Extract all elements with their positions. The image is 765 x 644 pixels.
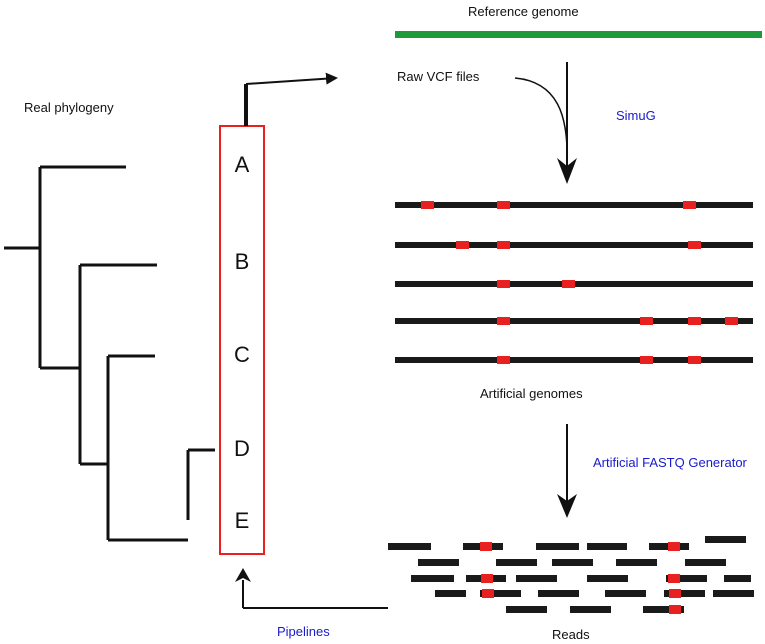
mutation-mark: [725, 317, 738, 325]
leaf-box: [219, 125, 265, 555]
read: [538, 590, 579, 597]
mutation-mark: [640, 317, 653, 325]
leaf-b: B: [234, 249, 250, 274]
read: [664, 590, 705, 597]
leaf-a: A: [234, 152, 250, 177]
leaf-c: C: [234, 342, 250, 367]
read: [388, 543, 431, 550]
genome-bar: [395, 318, 753, 324]
mutation-mark: [688, 356, 701, 364]
read: [516, 575, 557, 582]
read: [705, 536, 746, 543]
mutation-mark: [456, 241, 469, 249]
mutation-mark: [669, 605, 681, 614]
box-to-vcf-arrow: [244, 72, 338, 126]
genome-bar: [395, 357, 753, 363]
read: [570, 606, 611, 613]
leaf-e: E: [234, 508, 250, 533]
mutation-mark: [668, 574, 680, 583]
fastq-generator-label: Artificial FASTQ Generator: [593, 455, 747, 470]
read: [643, 606, 684, 613]
read: [552, 559, 593, 566]
read: [724, 575, 751, 582]
read: [587, 575, 628, 582]
mutation-mark: [562, 280, 575, 288]
mutation-mark: [497, 356, 510, 364]
mutation-mark: [688, 241, 701, 249]
real-phylogeny-label: Real phylogeny: [24, 100, 114, 115]
mutation-mark: [481, 574, 493, 583]
read: [587, 543, 627, 550]
genome-bar: [395, 242, 753, 248]
read: [666, 575, 707, 582]
simug-arrow: [514, 62, 577, 184]
phylogeny-tree: [4, 165, 215, 542]
read: [685, 559, 726, 566]
read: [480, 590, 521, 597]
read: [506, 606, 547, 613]
read: [418, 559, 459, 566]
mutation-mark: [688, 317, 701, 325]
fastq-arrow: [557, 424, 577, 518]
artificial-genomes: [395, 201, 753, 364]
mutation-mark: [640, 356, 653, 364]
read: [411, 575, 454, 582]
read: [496, 559, 537, 566]
mutation-mark: [669, 589, 681, 598]
mutation-mark: [497, 241, 510, 249]
mutation-mark: [497, 280, 510, 288]
pipelines-label: Pipelines: [277, 624, 330, 639]
pipelines-arrow: [235, 568, 388, 609]
genome-bar: [395, 202, 753, 208]
raw-vcf-label: Raw VCF files: [397, 69, 480, 84]
leaf-d: D: [234, 436, 250, 461]
read: [536, 543, 579, 550]
reference-genome-label: Reference genome: [468, 4, 579, 19]
mutation-mark: [497, 317, 510, 325]
reference-genome-bar: [395, 31, 762, 38]
read: [713, 590, 754, 597]
simug-label: SimuG: [616, 108, 656, 123]
mutation-mark: [421, 201, 434, 209]
mutation-mark: [482, 589, 494, 598]
reads-label: Reads: [552, 627, 590, 642]
read: [616, 559, 657, 566]
mutation-mark: [668, 542, 680, 551]
read: [435, 590, 466, 597]
mutation-mark: [683, 201, 696, 209]
read: [605, 590, 646, 597]
mutation-mark: [497, 201, 510, 209]
reads: [388, 536, 754, 614]
mutation-mark: [480, 542, 492, 551]
artificial-genomes-label: Artificial genomes: [480, 386, 583, 401]
